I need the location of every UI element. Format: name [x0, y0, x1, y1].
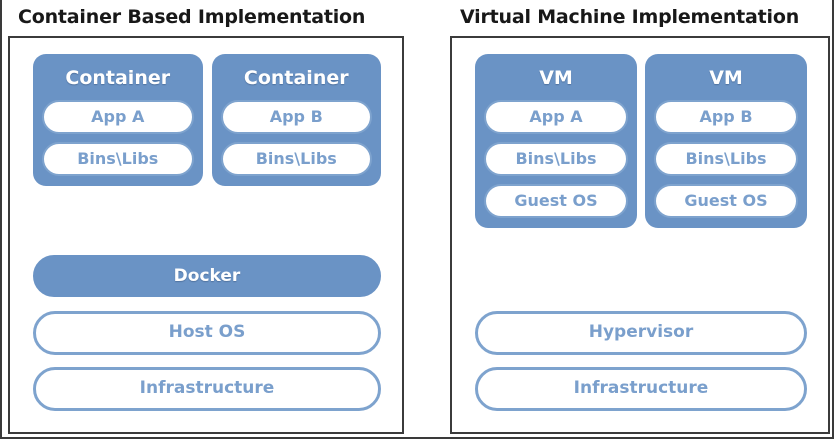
- layer-infrastructure-container[interactable]: Infrastructure: [33, 367, 381, 411]
- container-guest-row: Container App A Bins\Libs Container App …: [33, 54, 381, 186]
- panel-container-based: Container Based Implementation Container…: [8, 0, 404, 434]
- vm-block-1-guest-os[interactable]: Guest OS: [484, 183, 628, 218]
- container-block-2-header: Container: [243, 67, 349, 89]
- container-block-1[interactable]: Container App A Bins\Libs: [33, 54, 203, 186]
- image-left-rule: [0, 0, 2, 439]
- image-right-rule: [832, 0, 834, 439]
- layer-hypervisor[interactable]: Hypervisor: [475, 311, 807, 355]
- container-block-1-binslibs[interactable]: Bins\Libs: [42, 141, 194, 176]
- vm-block-1-app[interactable]: App A: [484, 99, 628, 134]
- vm-block-2[interactable]: VM App B Bins\Libs Guest OS: [645, 54, 807, 228]
- panel-body-container: Container App A Bins\Libs Container App …: [8, 36, 404, 434]
- layer-host-os[interactable]: Host OS: [33, 311, 381, 355]
- layer-infrastructure-vm[interactable]: Infrastructure: [475, 367, 807, 411]
- panel-virtual-machine: Virtual Machine Implementation VM App A …: [450, 0, 830, 434]
- vm-block-1-header: VM: [539, 67, 573, 89]
- vm-block-1[interactable]: VM App A Bins\Libs Guest OS: [475, 54, 637, 228]
- layer-docker[interactable]: Docker: [33, 255, 381, 297]
- vm-block-2-app[interactable]: App B: [654, 99, 798, 134]
- panel-body-virtual-machine: VM App A Bins\Libs Guest OS VM App B Bin…: [450, 36, 830, 434]
- page-title-virtual-machine: Virtual Machine Implementation: [460, 6, 800, 28]
- image-bottom-rule: [0, 437, 834, 439]
- vm-block-1-binslibs[interactable]: Bins\Libs: [484, 141, 628, 176]
- container-block-2-app[interactable]: App B: [220, 99, 372, 134]
- container-block-1-header: Container: [65, 67, 171, 89]
- page-title-container: Container Based Implementation: [18, 6, 366, 28]
- vm-block-2-header: VM: [709, 67, 743, 89]
- vm-block-2-guest-os[interactable]: Guest OS: [654, 183, 798, 218]
- container-block-2[interactable]: Container App B Bins\Libs: [211, 54, 381, 186]
- container-block-1-app[interactable]: App A: [42, 99, 194, 134]
- vm-block-2-binslibs[interactable]: Bins\Libs: [654, 141, 798, 176]
- container-block-2-binslibs[interactable]: Bins\Libs: [220, 141, 372, 176]
- vm-guest-row: VM App A Bins\Libs Guest OS VM App B Bin…: [475, 54, 807, 228]
